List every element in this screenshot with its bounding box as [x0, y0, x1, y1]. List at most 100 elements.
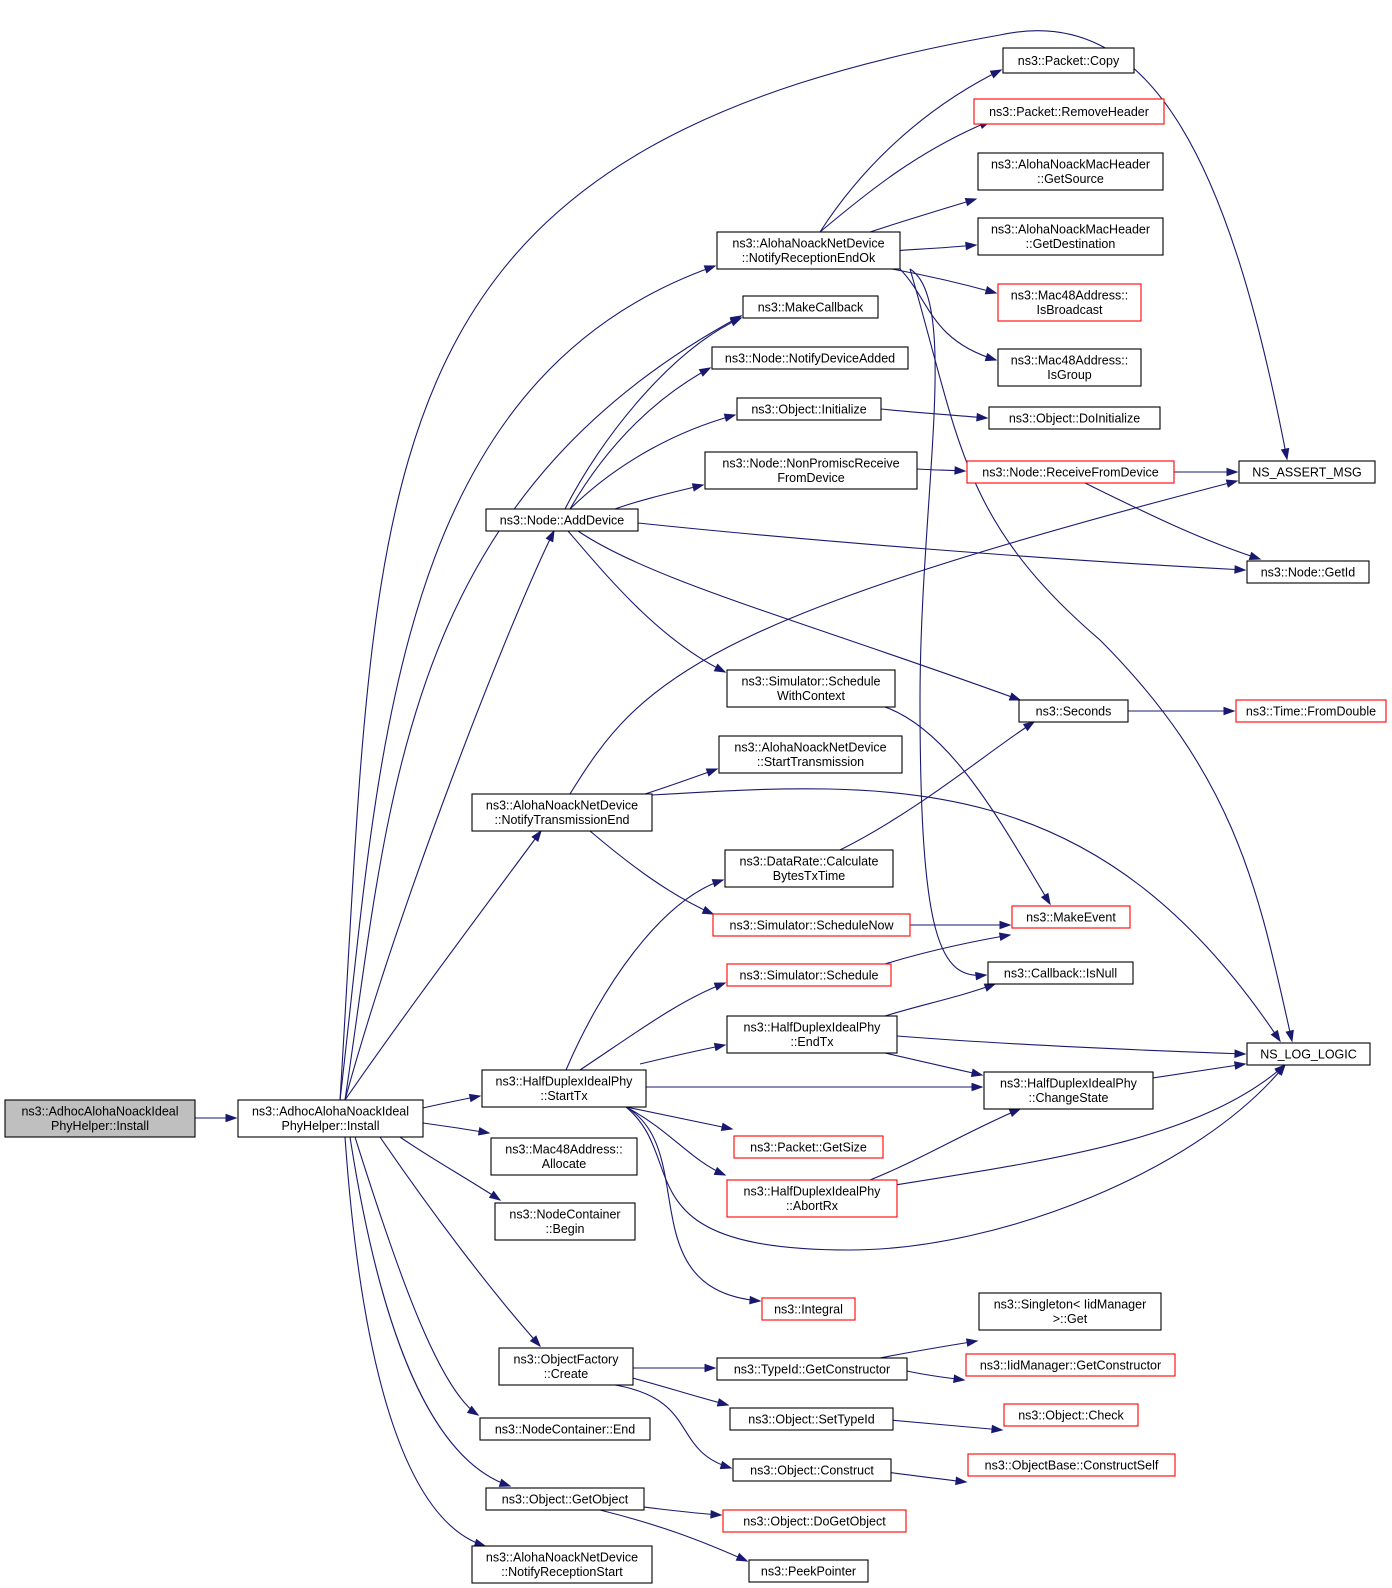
- edge-line: [819, 69, 1002, 233]
- node-isnull[interactable]: ns3::Callback::IsNull: [987, 961, 1134, 985]
- node-adddevice[interactable]: ns3::Node::AddDevice: [485, 508, 639, 532]
- arrowhead-icon: [713, 1042, 727, 1052]
- edge-line: [891, 268, 997, 294]
- node-create[interactable]: ns3::ObjectFactory::Create: [498, 1347, 634, 1386]
- node-box: [471, 793, 653, 832]
- node-changestate[interactable]: ns3::HalfDuplexIdealPhy::ChangeState: [983, 1071, 1154, 1110]
- arrowhead-icon: [965, 241, 978, 251]
- node-box: [988, 406, 1161, 430]
- edge-line: [344, 1136, 486, 1547]
- node-isgroup[interactable]: ns3::Mac48Address::IsGroup: [997, 348, 1142, 387]
- edge-line: [567, 530, 726, 673]
- node-box: [983, 1071, 1154, 1110]
- node-getdestination[interactable]: ns3::AlohaNoackMacHeader::GetDestination: [977, 217, 1164, 256]
- node-isbroadcast[interactable]: ns3::Mac48Address::IsBroadcast: [997, 283, 1142, 322]
- edge-starttx-to-getsize: [625, 1106, 734, 1131]
- node-install[interactable]: ns3::AdhocAlohaNoackIdealPhyHelper::Inst…: [237, 1099, 424, 1138]
- arrowhead-icon: [954, 466, 967, 475]
- node-makecallback[interactable]: ns3::MakeCallback: [742, 295, 879, 319]
- node-removeheader[interactable]: ns3::Packet::RemoveHeader: [973, 98, 1165, 125]
- edge-starttx-to-loglogic: [625, 1063, 1286, 1251]
- edge-abortrx-to-loglogic: [882, 1064, 1287, 1188]
- node-fromdouble[interactable]: ns3::Time::FromDouble: [1235, 699, 1387, 723]
- arrowhead-icon: [1040, 892, 1051, 906]
- edge-line: [339, 30, 1288, 1101]
- node-notifyrxstart[interactable]: ns3::AlohaNoackNetDevice::NotifyReceptio…: [471, 1545, 653, 1584]
- node-end[interactable]: ns3::NodeContainer::End: [479, 1417, 651, 1441]
- node-getobject[interactable]: ns3::Object::GetObject: [485, 1487, 645, 1511]
- node-label-line: ns3::Node::NonPromiscReceive: [722, 457, 899, 471]
- edge-line: [614, 484, 704, 510]
- node-assertmsg[interactable]: NS_ASSERT_MSG: [1238, 460, 1376, 484]
- arrowhead-icon: [711, 879, 725, 888]
- node-dogetobject[interactable]: ns3::Object::DoGetObject: [722, 1509, 907, 1533]
- edge-install-to-allocate: [422, 1122, 491, 1136]
- node-starttransmission[interactable]: ns3::AlohaNoackNetDevice::StartTransmiss…: [718, 735, 903, 774]
- node-label-line: ns3::AlohaNoackNetDevice: [732, 237, 884, 251]
- arrowhead-icon: [705, 768, 719, 777]
- edge-line: [625, 1064, 1286, 1251]
- node-begin[interactable]: ns3::NodeContainer::Begin: [494, 1202, 636, 1241]
- node-seconds[interactable]: ns3::Seconds: [1018, 699, 1129, 723]
- node-endtx[interactable]: ns3::HalfDuplexIdealPhy::EndTx: [726, 1015, 898, 1054]
- arrowhead-icon: [1008, 692, 1022, 701]
- node-getsource[interactable]: ns3::AlohaNoackMacHeader::GetSource: [977, 152, 1164, 191]
- node-schedule[interactable]: ns3::Simulator::Schedule: [726, 963, 892, 987]
- node-notifytxend[interactable]: ns3::AlohaNoackNetDevice::NotifyTransmis…: [471, 793, 653, 832]
- edge-line: [880, 408, 988, 419]
- node-packetcopy[interactable]: ns3::Packet::Copy: [1002, 47, 1135, 74]
- node-box: [724, 849, 894, 888]
- node-schednow[interactable]: ns3::Simulator::ScheduleNow: [712, 913, 911, 937]
- edge-line: [564, 317, 742, 510]
- edge-line: [909, 268, 987, 976]
- node-getconstructor[interactable]: ns3::TypeId::GetConstructor: [716, 1357, 908, 1381]
- edge-notifyrxendok-to-packetcopy: [819, 69, 1003, 233]
- edge-line: [349, 1136, 511, 1487]
- node-notifyrxendok[interactable]: ns3::AlohaNoackNetDevice::NotifyReceptio…: [716, 231, 901, 270]
- edge-notifyrxendok-to-removeheader: [819, 120, 992, 233]
- node-label-line: ::GetDestination: [1026, 237, 1116, 251]
- node-abortrx[interactable]: ns3::HalfDuplexIdealPhy::AbortRx: [726, 1179, 898, 1218]
- node-allocate[interactable]: ns3::Mac48Address::Allocate: [490, 1137, 638, 1176]
- node-getsize[interactable]: ns3::Packet::GetSize: [733, 1135, 884, 1159]
- node-settypeid[interactable]: ns3::Object::SetTypeId: [729, 1407, 894, 1431]
- node-label-line: ::NotifyTransmissionEnd: [495, 813, 630, 827]
- arrowhead-icon: [703, 265, 717, 274]
- node-box: [997, 283, 1142, 322]
- node-peekpointer[interactable]: ns3::PeekPointer: [748, 1559, 869, 1583]
- node-constructself[interactable]: ns3::ObjectBase::ConstructSelf: [967, 1453, 1176, 1477]
- node-label-line: ::StartTx: [540, 1089, 588, 1103]
- node-doinitialize[interactable]: ns3::Object::DoInitialize: [988, 406, 1161, 430]
- node-box: [711, 346, 909, 370]
- node-starttx[interactable]: ns3::HalfDuplexIdealPhy::StartTx: [481, 1069, 647, 1108]
- node-notifydeviceadded[interactable]: ns3::Node::NotifyDeviceAdded: [711, 346, 909, 370]
- node-getid[interactable]: ns3::Node::GetId: [1246, 560, 1370, 584]
- node-makeevent[interactable]: ns3::MakeEvent: [1011, 905, 1131, 929]
- node-box: [736, 397, 882, 421]
- edge-install-to-assertmsg: [339, 30, 1290, 1101]
- edge-install-to-create: [379, 1136, 541, 1348]
- node-label-line: ns3::MakeEvent: [1026, 910, 1116, 924]
- node-singletonget[interactable]: ns3::Singleton< IidManager>::Get: [978, 1292, 1162, 1331]
- node-label-line: PhyHelper::Install: [282, 1119, 380, 1133]
- edge-receivefromdevice-to-assertmsg: [1174, 467, 1239, 477]
- node-iidgetconstructor[interactable]: ns3::IidManager::GetConstructor: [965, 1353, 1176, 1377]
- node-receivefromdevice[interactable]: ns3::Node::ReceiveFromDevice: [966, 460, 1175, 484]
- edge-notifyrxendok-to-loglogic: [909, 268, 1294, 1043]
- node-box: [726, 669, 896, 708]
- edge-nonpromisc-to-receivefromdevice: [916, 466, 967, 475]
- node-box: [726, 963, 892, 987]
- node-objectcheck[interactable]: ns3::Object::Check: [1003, 1403, 1139, 1427]
- node-initialize[interactable]: ns3::Object::Initialize: [736, 397, 882, 421]
- node-box: [485, 1487, 645, 1511]
- arrowhead-icon: [1008, 1108, 1022, 1118]
- arrowhead-icon: [955, 1476, 968, 1486]
- edge-notifytxend-to-schednow: [589, 830, 715, 915]
- node-construct[interactable]: ns3::Object::Construct: [732, 1458, 892, 1482]
- node-integral[interactable]: ns3::Integral: [761, 1297, 856, 1321]
- node-box: [965, 1353, 1176, 1377]
- node-loglogic[interactable]: NS_LOG_LOGIC: [1246, 1042, 1371, 1066]
